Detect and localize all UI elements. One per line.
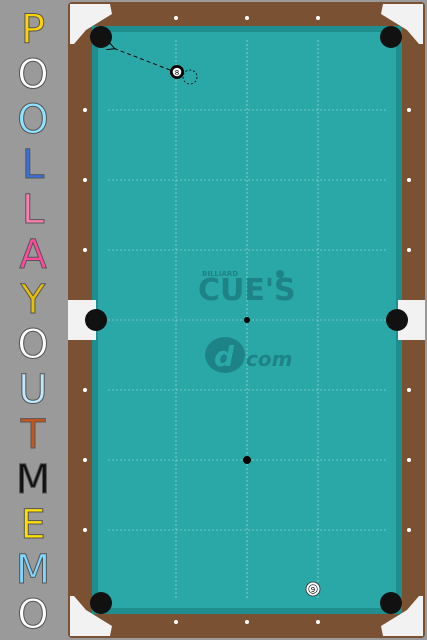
ball-9-label: 9 xyxy=(311,586,315,594)
foot-spot xyxy=(243,456,251,464)
title-letter: M xyxy=(15,547,51,593)
title-letter: O xyxy=(17,322,49,368)
title-letter: E xyxy=(20,502,46,548)
pocket-middle-right xyxy=(386,309,408,331)
center-spot xyxy=(244,317,250,323)
pocket-top-right xyxy=(380,26,402,48)
title-letter: M xyxy=(15,457,51,503)
title-letter: Y xyxy=(20,277,46,323)
title-letter: O xyxy=(17,97,49,143)
title-letter: U xyxy=(18,367,48,413)
title-sidebar xyxy=(0,0,66,640)
pocket-top-left xyxy=(90,26,112,48)
title-letter: O xyxy=(17,592,49,638)
rail-diamonds xyxy=(83,16,411,624)
title-letter: P xyxy=(20,7,46,53)
watermark-small: BILLIARD xyxy=(202,270,238,278)
shot-path-line xyxy=(113,48,171,71)
pocket-bottom-right xyxy=(380,592,402,614)
title-letter: O xyxy=(17,52,49,98)
ball-8-label: 8 xyxy=(175,69,179,77)
watermark-domain: com xyxy=(246,347,292,371)
title-letter: L xyxy=(21,142,45,188)
ball-9[interactable]: 9 xyxy=(305,581,321,597)
title-letter: T xyxy=(20,412,46,458)
pockets xyxy=(85,26,408,614)
watermark-logo: BILLIARD CUE'S d com xyxy=(198,270,296,373)
pocket-bottom-left xyxy=(90,592,112,614)
watermark-domain-mark: d xyxy=(214,340,235,373)
ghost-ball xyxy=(182,69,198,85)
title-letter: L xyxy=(21,187,45,233)
watermark-brand: CUE'S xyxy=(198,273,296,308)
title-letter: A xyxy=(19,232,47,278)
pocket-middle-left xyxy=(85,309,107,331)
ball-8[interactable]: 8 xyxy=(170,65,184,79)
corner-pocket-plates xyxy=(70,4,423,636)
